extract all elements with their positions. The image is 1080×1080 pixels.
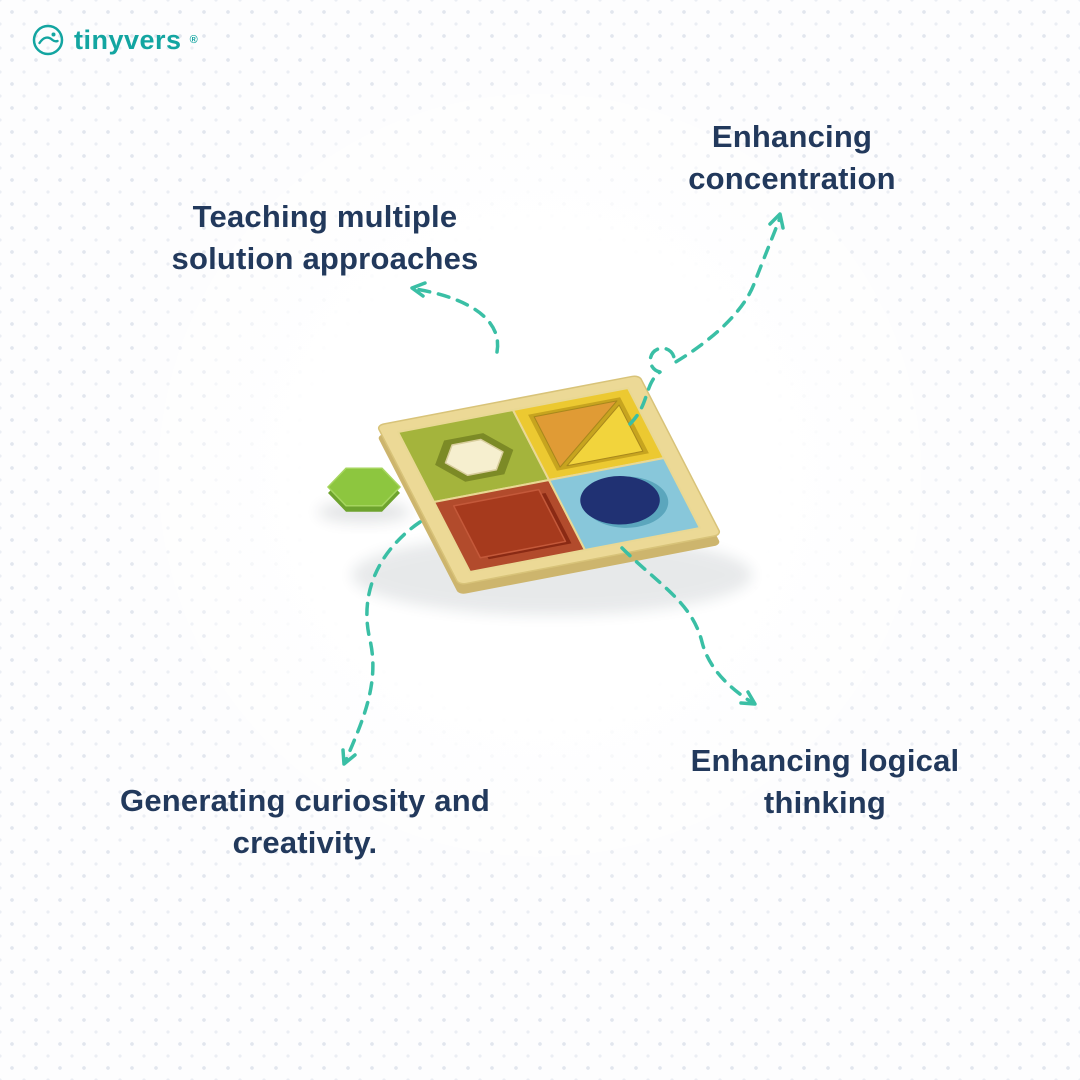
- circle-piece: [580, 476, 660, 525]
- arrowhead-concentration: [768, 212, 785, 230]
- square-piece: [454, 490, 566, 558]
- benefit-arrows: [341, 212, 785, 766]
- arrow-to-teaching-label: [413, 287, 500, 354]
- brand-name: tinyvers: [74, 24, 182, 55]
- brand-logo: tinyvers ®: [30, 22, 198, 58]
- hexagon-piece-top-face: [326, 467, 402, 507]
- triangle-piece-yellow: [543, 405, 643, 466]
- arrowhead-curiosity: [341, 748, 357, 766]
- hexagon-inlay: [438, 437, 511, 478]
- benefit-label-curiosity-creativity: Generating curiosity and creativity.: [120, 783, 490, 860]
- triangle-piece-orange: [534, 401, 643, 467]
- tinyvers-logo-icon: [32, 24, 64, 56]
- arrow-to-logical-label: [620, 546, 755, 705]
- arrowhead-teaching: [410, 281, 427, 298]
- arrow-to-curiosity-label: [344, 520, 422, 762]
- arrowhead-logical: [739, 690, 757, 706]
- benefit-label-teaching-approaches: Teaching multiple solution approaches: [171, 199, 479, 276]
- registered-mark: ®: [189, 34, 198, 46]
- benefit-label-logical-thinking: Enhancing logical thinking: [690, 743, 960, 820]
- hexagon-piece: [326, 467, 402, 512]
- arrow-to-concentration-label: [628, 216, 782, 426]
- benefit-label-enhancing-concentration: Enhancing concentration: [688, 119, 896, 196]
